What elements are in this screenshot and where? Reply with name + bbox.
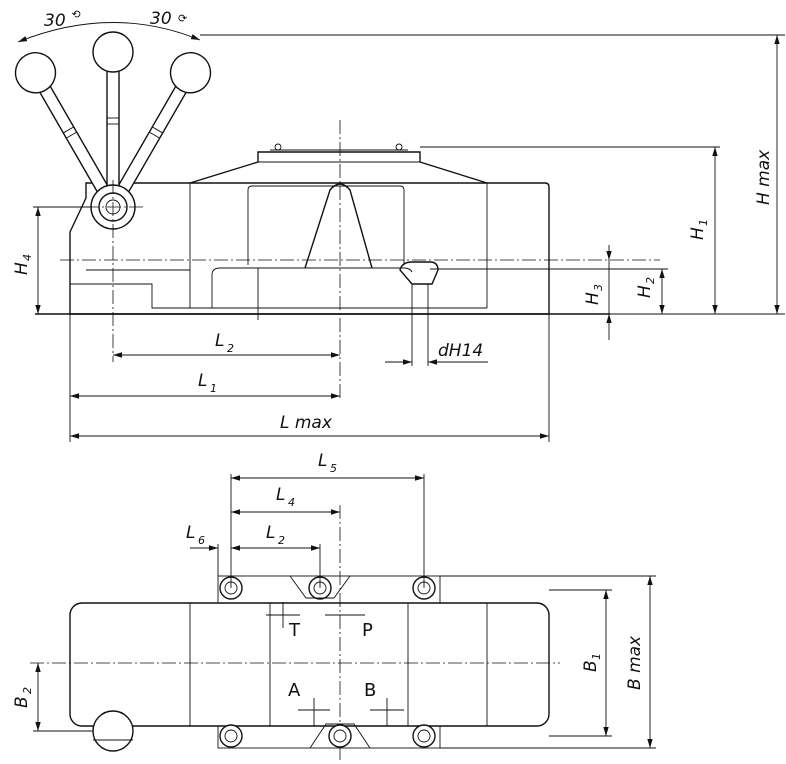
l2-bot-label: L (266, 523, 275, 543)
b1-subscript: 1 (590, 653, 603, 660)
lever-arm-right (112, 52, 212, 204)
front-dimensions: H max H 1 H 2 H 3 H 4 L 2 L 1 L max dH (12, 34, 785, 442)
l6-label: L (186, 523, 195, 543)
top-cover (189, 151, 488, 184)
cover-screw-left (274, 143, 282, 151)
plan-dimensions: L 5 L 4 L 2 L 6 B 1 B max B 2 (12, 451, 656, 749)
rotate-right-icon: ⟳ (178, 12, 187, 25)
b1-label: B (581, 660, 601, 672)
bmax-label: B max (625, 635, 645, 690)
l5-label: L (318, 451, 327, 471)
l2-bot-subscript: 2 (278, 534, 285, 547)
b2-label: B (12, 696, 32, 708)
port-p-label: P (362, 620, 373, 641)
l6-subscript: 6 (198, 534, 205, 547)
angle-right-label: 30 (150, 9, 172, 29)
plan-lever-knob (92, 710, 134, 752)
b2-subscript: 2 (21, 687, 34, 694)
cover-screw-right (395, 143, 403, 151)
l4-label: L (276, 485, 285, 505)
control-lever: 30 ⟲ 30 ⟳ (14, 8, 212, 362)
l2-top-subscript: 2 (227, 342, 234, 355)
mount-hole-bc (328, 724, 352, 748)
bottom-notch (309, 723, 371, 749)
central-cone (304, 183, 373, 269)
lower-recess (211, 267, 413, 308)
rotate-left-icon: ⟲ (71, 8, 81, 21)
l5-subscript: 5 (330, 462, 337, 475)
l1-label: L (198, 371, 207, 391)
l1-subscript: 1 (210, 382, 217, 395)
lmax-label: L max (280, 413, 333, 433)
h4-label: H (12, 262, 32, 275)
h2-subscript: 2 (644, 277, 657, 284)
l2-top-label: L (215, 331, 224, 351)
plan-body (69, 602, 550, 727)
h1-label: H (688, 227, 708, 240)
angle-arc (17, 22, 201, 43)
drain-hole (399, 261, 439, 285)
inner-cavity (247, 185, 405, 265)
mount-hole-br (412, 724, 436, 748)
plan-view: T P A B (30, 505, 560, 760)
port-t-label: T (288, 620, 301, 641)
angle-left-label: 30 (44, 11, 66, 31)
left-step (70, 283, 190, 309)
mount-hole-bl (219, 724, 243, 748)
h3-label: H (583, 292, 603, 305)
port-b-label: B (364, 680, 376, 701)
front-view (35, 120, 660, 400)
dh14-label: dH14 (438, 341, 483, 361)
port-t-mark (266, 602, 300, 628)
h2-label: H (635, 285, 655, 298)
l4-subscript: 4 (288, 496, 295, 509)
hmax-label: H max (754, 149, 774, 205)
h1-subscript: 1 (697, 219, 710, 226)
h3-subscript: 3 (592, 284, 605, 291)
port-b-mark (370, 698, 404, 726)
port-a-mark (298, 698, 330, 726)
h4-subscript: 4 (21, 254, 34, 261)
body-outline (69, 182, 550, 315)
top-notch (289, 575, 351, 599)
port-a-label: A (288, 680, 301, 701)
